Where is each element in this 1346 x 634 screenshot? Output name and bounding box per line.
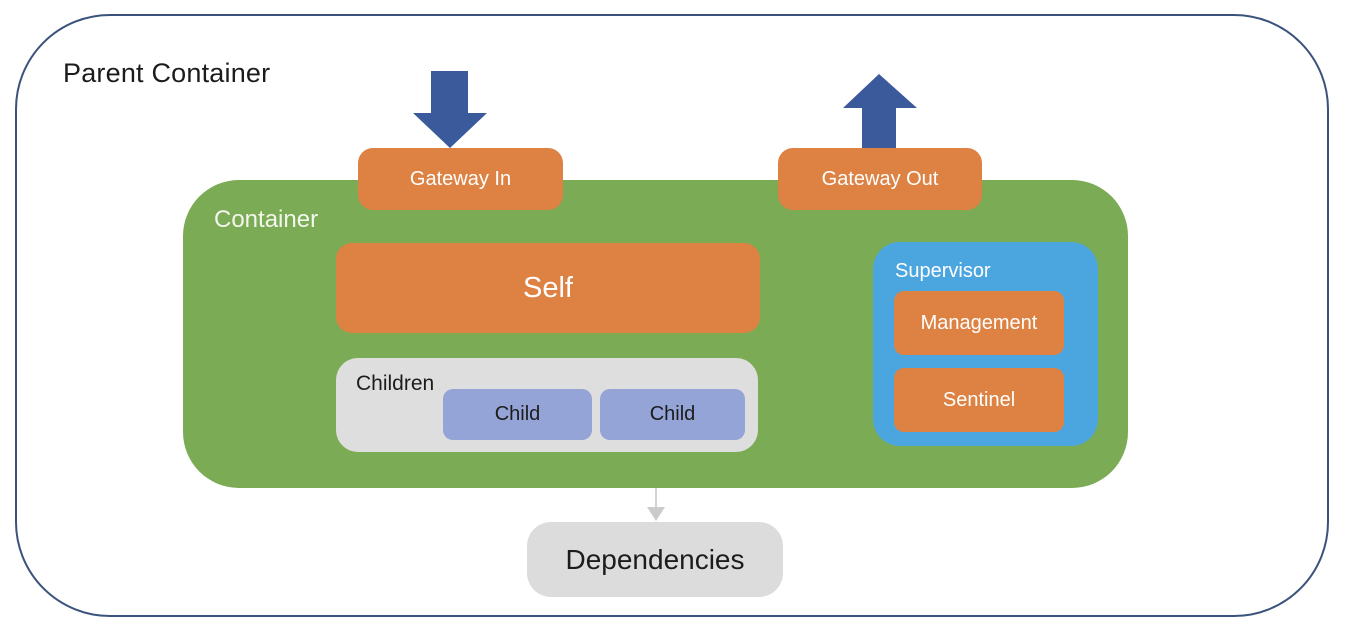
- child-label: Child: [649, 403, 696, 425]
- parent-container-box: [15, 14, 1329, 617]
- block-arrow-down-icon: [413, 71, 487, 148]
- management-label: Management: [920, 311, 1038, 334]
- supervisor-group: Supervisor Management Sentinel: [873, 242, 1098, 446]
- child-box: Child: [443, 389, 592, 440]
- gateway-in-box: Gateway In: [358, 148, 563, 210]
- thin-arrow-down-icon: [647, 488, 665, 521]
- gateway-in-label: Gateway In: [409, 167, 512, 190]
- sentinel-label: Sentinel: [942, 388, 1016, 411]
- child-box: Child: [600, 389, 745, 440]
- supervisor-label: Supervisor: [895, 260, 991, 282]
- container-box: Container Self Children Child Child Supe…: [183, 180, 1128, 488]
- child-label: Child: [494, 403, 541, 425]
- parent-container-label: Parent Container: [63, 58, 271, 88]
- dependencies-box: Dependencies: [527, 522, 783, 597]
- container-label: Container: [214, 206, 319, 233]
- self-label: Self: [523, 271, 573, 304]
- children-group: Children Child Child: [336, 358, 758, 452]
- management-box: Management: [894, 291, 1064, 355]
- children-label: Children: [356, 372, 435, 395]
- self-box: Self: [336, 243, 760, 333]
- block-arrow-up-icon: [843, 74, 917, 148]
- dependencies-label: Dependencies: [565, 543, 745, 575]
- gateway-out-box: Gateway Out: [778, 148, 982, 210]
- sentinel-box: Sentinel: [894, 368, 1064, 432]
- gateway-out-label: Gateway Out: [821, 167, 939, 190]
